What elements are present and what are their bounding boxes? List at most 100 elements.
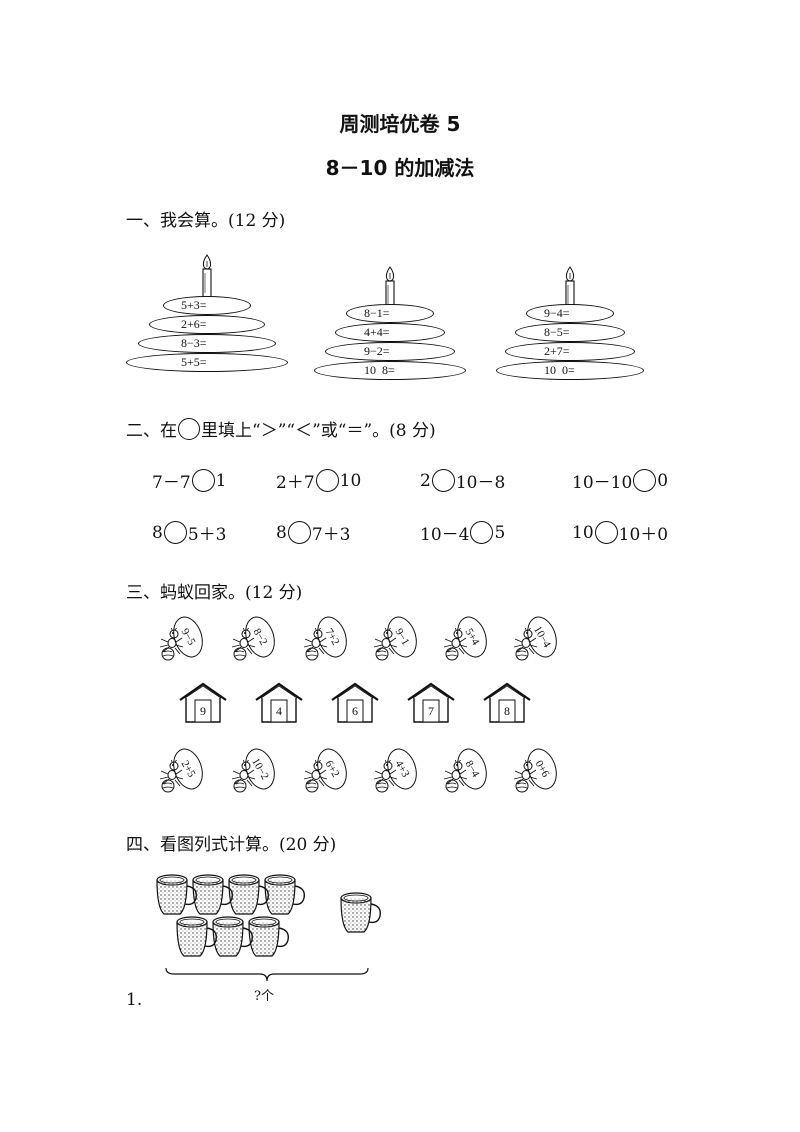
ring-equation: 9−4= xyxy=(544,306,570,320)
house-number: 7 xyxy=(428,704,434,718)
ring xyxy=(526,304,614,323)
ring-equation: 10 0= xyxy=(544,363,575,377)
ant-equation: 10−2 xyxy=(249,756,271,782)
ant-item: 4+3 xyxy=(372,744,432,798)
answer-circle[interactable] xyxy=(594,521,618,544)
ring-equation: 8−5= xyxy=(544,325,570,339)
comparison-item: 10－10 0 xyxy=(572,468,668,493)
ant-equation: 2+5 xyxy=(178,758,198,780)
house-item: 9 xyxy=(178,682,228,724)
circle-icon xyxy=(178,418,200,440)
comparison-item: 2 10－8 xyxy=(420,468,505,493)
comparison-right: 10－8 xyxy=(455,473,506,493)
cup-icon xyxy=(340,892,382,933)
ring xyxy=(505,342,635,361)
comparison-right: 1 xyxy=(215,470,227,491)
page-title: 周测培优卷 5 xyxy=(339,112,461,136)
ring xyxy=(314,361,466,380)
ant-equation: 0+6 xyxy=(532,758,552,780)
answer-circle[interactable] xyxy=(315,469,339,492)
comparison-right: 5＋3 xyxy=(187,525,227,545)
comparison-left: 8 xyxy=(152,522,163,543)
cup-icon xyxy=(228,874,270,915)
house-number: 4 xyxy=(276,704,282,718)
section4-heading: 四、看图列式计算。(20 分) xyxy=(126,835,337,855)
ant-equation: 9−5 xyxy=(178,626,198,648)
ring xyxy=(138,334,276,353)
ant-item: 5+4 xyxy=(442,612,502,666)
comparison-item: 7－7 1 xyxy=(152,468,226,493)
house-number: 9 xyxy=(200,704,206,718)
section2-heading: 二、在 里填上“＞”“＜”或“＝”。(8 分) xyxy=(126,416,436,441)
ant-item: 0+6 xyxy=(512,744,572,798)
ant-equation: 10−4 xyxy=(531,624,553,650)
ant-equation: 8−2 xyxy=(250,626,270,648)
answer-circle[interactable] xyxy=(163,521,187,544)
ring-equation: 5+3= xyxy=(181,298,207,312)
cup-icon xyxy=(212,916,254,957)
candle-icon xyxy=(202,254,212,298)
ant-item: 7+2 xyxy=(302,612,362,666)
house-item: 6 xyxy=(330,682,380,724)
comparison-item: 8 5＋3 xyxy=(152,520,226,545)
ring xyxy=(335,323,445,342)
cup-icon xyxy=(264,874,306,915)
house-item: 4 xyxy=(254,682,304,724)
page-subtitle: 8－10 的加减法 xyxy=(325,156,475,180)
ant-equation: 5+4 xyxy=(462,626,482,648)
ant-item: 9−1 xyxy=(372,612,432,666)
ant-equation: 4+3 xyxy=(392,758,412,780)
comparison-right: 7＋3 xyxy=(311,525,351,545)
cup-icon xyxy=(156,874,198,915)
ant-item: 2+5 xyxy=(158,744,218,798)
answer-circle[interactable] xyxy=(633,469,657,492)
section2-heading-after: 里填上“＞”“＜”或“＝”。(8 分) xyxy=(201,421,436,441)
section2-heading-before: 二、在 xyxy=(126,421,177,441)
section1-heading: 一、我会算。(12 分) xyxy=(126,211,286,231)
brace-label: ?个 xyxy=(254,989,274,1004)
cup-icon xyxy=(192,874,234,915)
comparison-left: 7－7 xyxy=(152,473,191,493)
ant-item: 10−2 xyxy=(230,744,290,798)
ring-equation: 2+6= xyxy=(181,317,207,331)
answer-circle[interactable] xyxy=(431,469,455,492)
ring-equation: 8−3= xyxy=(181,336,207,350)
house-number: 8 xyxy=(504,704,510,718)
comparison-left: 2＋7 xyxy=(276,473,315,493)
comparison-left: 10－10 xyxy=(572,473,633,493)
comparison-left: 10－4 xyxy=(420,525,470,545)
comparison-item: 2＋7 10 xyxy=(276,468,361,493)
answer-circle[interactable] xyxy=(287,521,311,544)
ring xyxy=(126,353,288,372)
comparison-item: 10－4 5 xyxy=(420,520,505,545)
cup-icon xyxy=(176,916,218,957)
ant-item: 10−4 xyxy=(512,612,572,666)
ant-item: 9−5 xyxy=(158,612,218,666)
cups-illustration xyxy=(156,874,382,957)
house-item: 8 xyxy=(482,682,532,724)
comparison-right: 5 xyxy=(494,522,506,543)
ring-equation: 9−2= xyxy=(364,344,390,358)
ring xyxy=(496,361,644,380)
ring xyxy=(515,323,625,342)
brace-icon xyxy=(165,967,369,982)
ring xyxy=(325,342,455,361)
answer-circle[interactable] xyxy=(470,521,494,544)
comparison-left: 8 xyxy=(276,522,287,543)
cup-icon xyxy=(248,916,290,957)
ring-equation: 4+4= xyxy=(364,325,390,339)
ant-item: 6+2 xyxy=(302,744,362,798)
ring-equation: 2+7= xyxy=(544,344,570,358)
ant-equation: 6+2 xyxy=(322,758,342,780)
comparison-left: 2 xyxy=(420,470,431,491)
ring xyxy=(149,315,265,334)
ring-equation: 10 8= xyxy=(364,363,395,377)
comparison-right: 10 xyxy=(339,470,362,491)
comparison-left: 10 xyxy=(572,522,594,543)
answer-circle[interactable] xyxy=(191,469,215,492)
comparison-right: 0 xyxy=(657,470,669,491)
house-item: 7 xyxy=(406,682,456,724)
item-number: 1. xyxy=(126,990,143,1010)
ant-equation: 8−4 xyxy=(462,758,482,780)
